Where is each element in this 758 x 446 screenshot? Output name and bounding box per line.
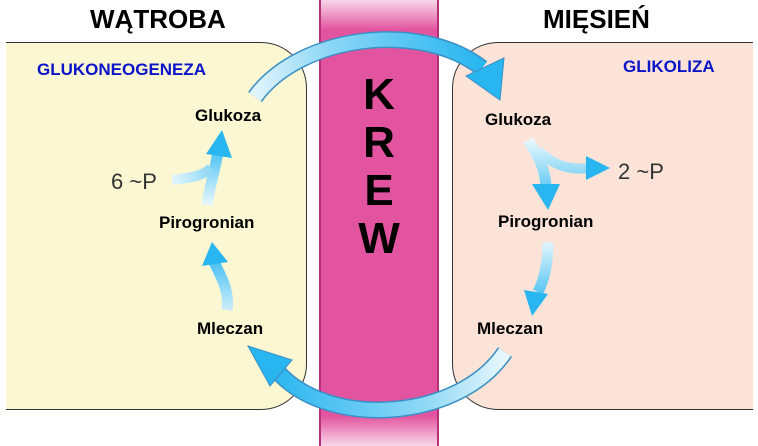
liver-glucose-label: Glukoza <box>195 106 262 125</box>
muscle-panel <box>452 42 753 410</box>
liver-pyruvate-label: Pirogronian <box>159 213 255 232</box>
liver-energy-label: 6 ~P <box>111 169 157 194</box>
muscle-glucose-label: Glukoza <box>485 110 552 129</box>
blood-letter-w: W <box>358 214 400 263</box>
arrow-liver-pyruvate-to-glucose <box>171 130 232 206</box>
arrow-liver-lactate-to-pyruvate <box>202 242 234 311</box>
blood-letter-r: R <box>363 118 395 167</box>
arrow-glucose-to-muscle <box>248 31 505 103</box>
blood-letter-e: E <box>364 166 394 215</box>
muscle-energy-label: 2 ~P <box>618 159 664 184</box>
liver-lactate-label: Mleczan <box>197 319 264 338</box>
muscle-pyruvate-label: Pirogronian <box>498 212 594 231</box>
liver-process-label: GLUKONEOGENEZA <box>37 60 207 79</box>
muscle-process-label: GLIKOLIZA <box>623 57 715 76</box>
arrow-lactate-to-liver <box>246 345 513 419</box>
liver-title: WĄTROBA <box>90 4 226 34</box>
blood-vessel <box>319 0 439 446</box>
arrow-muscle-glucose-to-pyruvate <box>523 136 610 210</box>
arrow-muscle-pyruvate-to-lactate <box>524 241 554 316</box>
muscle-lactate-label: Mleczan <box>477 319 544 338</box>
blood-letter-k: K <box>363 70 395 119</box>
muscle-title: MIĘSIEŃ <box>543 4 650 34</box>
